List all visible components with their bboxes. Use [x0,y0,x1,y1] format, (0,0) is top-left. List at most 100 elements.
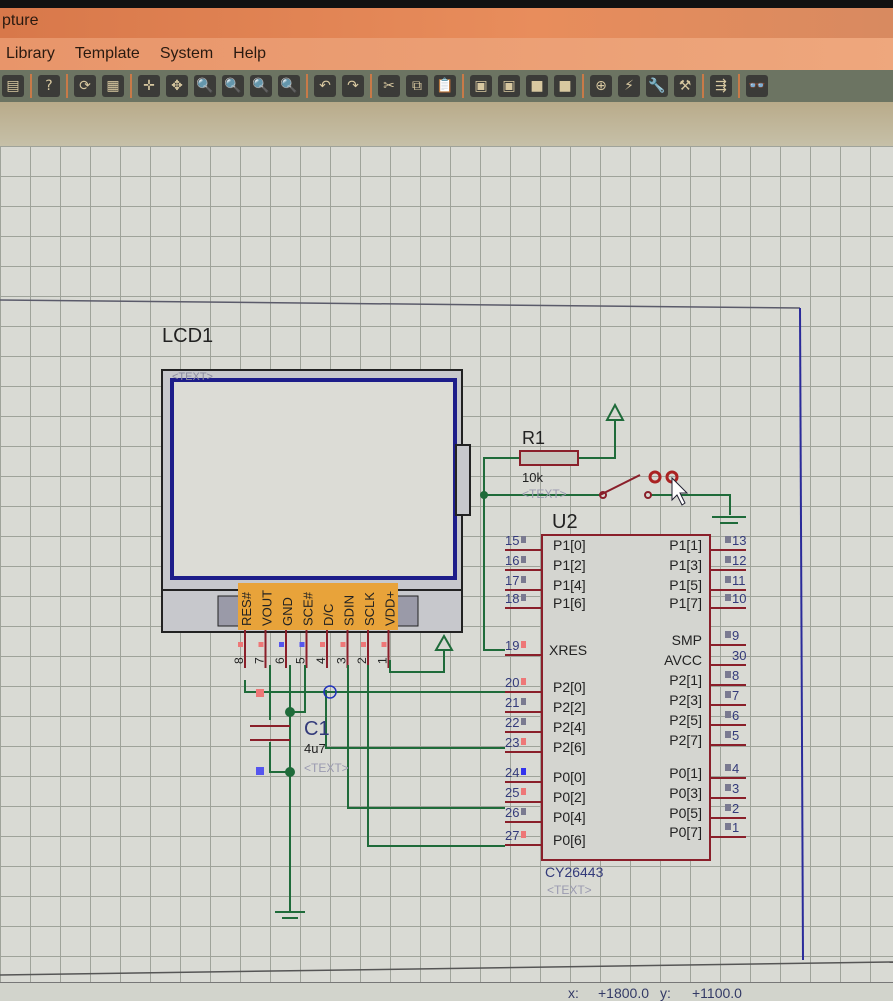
u2-text: <TEXT> [547,883,592,897]
u2-pin-left[interactable]: 26 P0[4] [505,805,586,825]
pin-name: P1[0] [553,537,586,553]
toolbar: ▤? ⟳ ▦ ✛ ✥ 🔍 🔍 🔍 🔍 ↶ ↷ ✂ ⧉ 📋 ▣ ▣ ■ ■ ⊕ ⚡ 🔧 ⚒ ⇶ 👓 [0,70,893,102]
menu-system[interactable]: System [159,45,214,62]
u2-pin-right[interactable]: 7P2[3] [669,688,746,708]
copy-icon[interactable]: ⧉ [406,75,428,97]
block-rotate-icon[interactable]: ■ [526,75,548,97]
schematic-canvas[interactable] [0,146,893,982]
pin-name: P0[5] [669,805,702,821]
u2-pin-right[interactable]: 1P0[7] [669,820,746,840]
u2-pin-right[interactable]: 4P0[1] [669,761,746,781]
pin-number: 30 [732,648,746,663]
undo-icon[interactable]: ↶ [314,75,336,97]
pin-name: P2[6] [553,739,586,755]
wires [244,420,731,912]
capacitor-c1[interactable]: C1 4u7 <TEXT> [250,689,349,775]
grid-icon[interactable]: ▦ [102,75,124,97]
document-icon[interactable]: ▤ [2,75,24,97]
menu-template[interactable]: Template [74,45,140,62]
lcd-pin[interactable]: VDD+1 [376,591,398,668]
lcd-pin-number: 4 [314,657,328,664]
lcd-pin-name: SCE# [301,591,316,626]
u2-pin-right[interactable]: 5P2[7] [669,728,746,748]
lcd-pin-number: 3 [335,657,349,664]
pin-name: P0[4] [553,809,586,825]
ground-terminal-icon[interactable] [275,516,746,919]
block-move-icon[interactable]: ▣ [498,75,520,97]
help-icon[interactable]: ? [38,75,60,97]
lcd-component[interactable]: LCD1 <TEXT> RES#8VOUT7GND6SCE#5D/C4SDIN3… [161,325,471,668]
zoom-area-icon[interactable]: 🔍 [278,75,300,97]
lcd-pin-number: 7 [253,657,267,664]
packaging-tool-icon[interactable]: 🔧 [646,75,668,97]
u2-pin-right[interactable]: 2P0[5] [669,801,746,821]
power-terminal-icon[interactable] [434,633,454,651]
pin-number: 7 [732,688,739,703]
origin-icon[interactable]: ✛ [138,75,160,97]
pin-number: 18 [505,591,519,606]
zoom-all-icon[interactable]: 🔍 [250,75,272,97]
menu-library[interactable]: Library [6,45,55,62]
menu-bar: Library Template System Help [0,38,893,70]
r1-value: 10k [522,470,543,485]
pin-number: 26 [505,805,519,820]
search-icon[interactable]: 👓 [746,75,768,97]
u2-pin-right[interactable]: 6P2[5] [669,708,746,728]
lcd-pin-name: GND [280,597,295,626]
decompose-icon[interactable]: ⚒ [674,75,696,97]
zoom-in-icon[interactable]: 🔍 [194,75,216,97]
block-delete-icon[interactable]: ■ [554,75,576,97]
lcd-pin[interactable]: SCE#5 [294,591,316,668]
u2-pin-right[interactable]: 3P0[3] [669,781,746,801]
resistor-r1[interactable]: R1 10k <TEXT> [519,428,579,501]
pin-number: 16 [505,553,519,568]
u2-pin-right[interactable]: 8P2[1] [669,668,746,688]
cut-icon[interactable]: ✂ [378,75,400,97]
pin-number: 17 [505,573,519,588]
power-terminal-icon[interactable] [605,402,625,421]
toolbar-separator [462,74,464,98]
lcd-pin[interactable]: D/C4 [314,604,336,668]
paste-icon[interactable]: 📋 [434,75,456,97]
lcd-pin-name: VOUT [260,590,275,626]
block-copy-icon[interactable]: ▣ [470,75,492,97]
pick-device-icon[interactable]: ⊕ [590,75,612,97]
lcd-pin[interactable]: VOUT 7 [253,590,275,668]
pin-number: 4 [732,761,739,776]
pin-number: 11 [732,573,746,588]
pin-name: P2[2] [553,699,586,715]
zoom-out-icon[interactable]: 🔍 [222,75,244,97]
make-device-icon[interactable]: ⚡ [618,75,640,97]
refresh-icon[interactable]: ⟳ [74,75,96,97]
pin-number: 1 [732,820,739,835]
toolbar-separator [582,74,584,98]
pan-icon[interactable]: ✥ [166,75,188,97]
lcd-pin[interactable]: RES#8 [232,591,254,668]
menu-help[interactable]: Help [233,45,267,62]
wire-autorouter-icon[interactable]: ⇶ [710,75,732,97]
redo-icon[interactable]: ↷ [342,75,364,97]
